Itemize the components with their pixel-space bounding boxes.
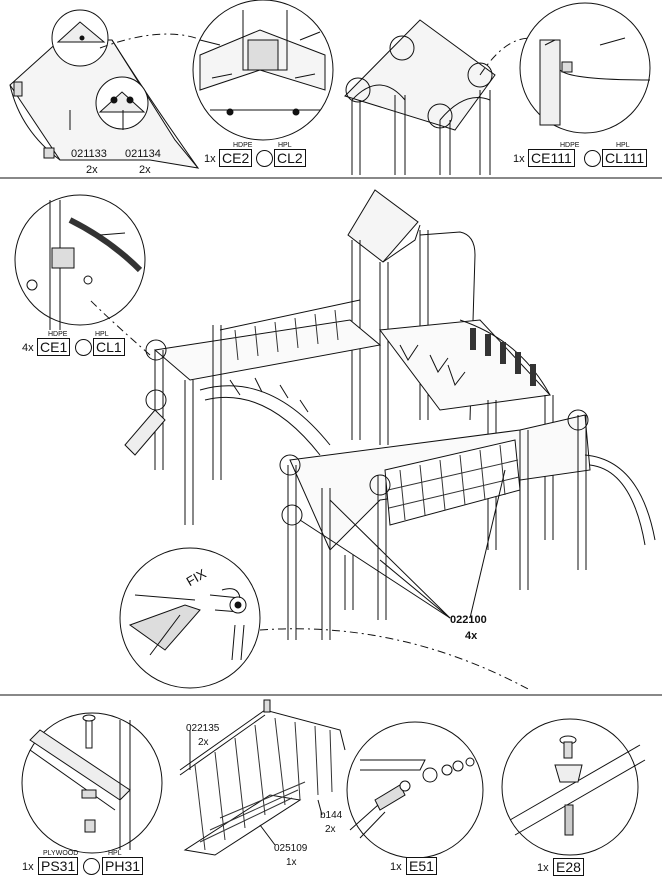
bracket-kit-mat2: HPL [95,331,109,338]
part-b-qty: 2x [139,164,151,176]
corner-kit-code2: CL2 [274,149,306,167]
bracket-kit-qty: 4x [22,342,34,354]
platform-kit-code2: PH31 [102,857,144,875]
bracket-kit-code1: CE1 [37,338,71,356]
bracket-kit-mat1: HDPE [48,331,68,338]
callout-lines [299,469,506,619]
edge-kit-or-symbol [584,150,601,167]
part-a-code: 021133 [71,148,107,160]
edge-kit-code1: CE111 [528,149,575,167]
e28-kit-qty: 1x [537,862,549,874]
corner-kit-mat2: HPL [278,142,292,149]
detail-circle-e28 [501,718,639,856]
net-part-qty: 1x [286,857,297,868]
detail-circle-bracket [14,194,146,326]
post-part-code: 022100 [450,614,487,626]
edge-kit-mat1: HDPE [560,142,580,149]
edge-kit-qty: 1x [513,153,525,165]
e51-kit-qty: 1x [390,861,402,873]
corner-kit-qty: 1x [204,153,216,165]
corner-kit-or-symbol [256,150,273,167]
edge-kit-mat2: HPL [616,142,630,149]
e51-kit-code: E51 [406,857,437,875]
net-top-code: 022135 [186,723,220,734]
play-structure-illustration [124,189,656,640]
net-part-code: 025109 [274,843,308,854]
net-clip-code: b144 [320,810,343,821]
platform-kit-mat2: HPL [108,850,122,857]
platform-kit-mat1: PLYWOOD [43,850,79,857]
corner-kit-code1: CE2 [219,149,253,167]
net-top-qty: 2x [198,737,209,748]
part-a-qty: 2x [86,164,98,176]
platform-kit-qty: 1x [22,861,34,873]
platform-kit-code1: PS31 [38,857,79,875]
bracket-kit-code2: CL1 [93,338,125,356]
corner-kit-mat1: HDPE [233,142,253,149]
post-part-qty: 4x [465,630,478,642]
detail-circle-e51 [346,721,484,859]
edge-kit-code2: CL111 [602,149,648,167]
net-clip-qty: 2x [325,824,336,835]
bracket-kit-or-symbol [75,339,92,356]
part-b-code: 021134 [125,148,161,160]
roof-frame-illustration [344,19,496,175]
platform-kit-or-symbol [83,858,100,875]
e28-kit-code: E28 [553,858,584,876]
cargo-net-illustration [179,699,346,856]
